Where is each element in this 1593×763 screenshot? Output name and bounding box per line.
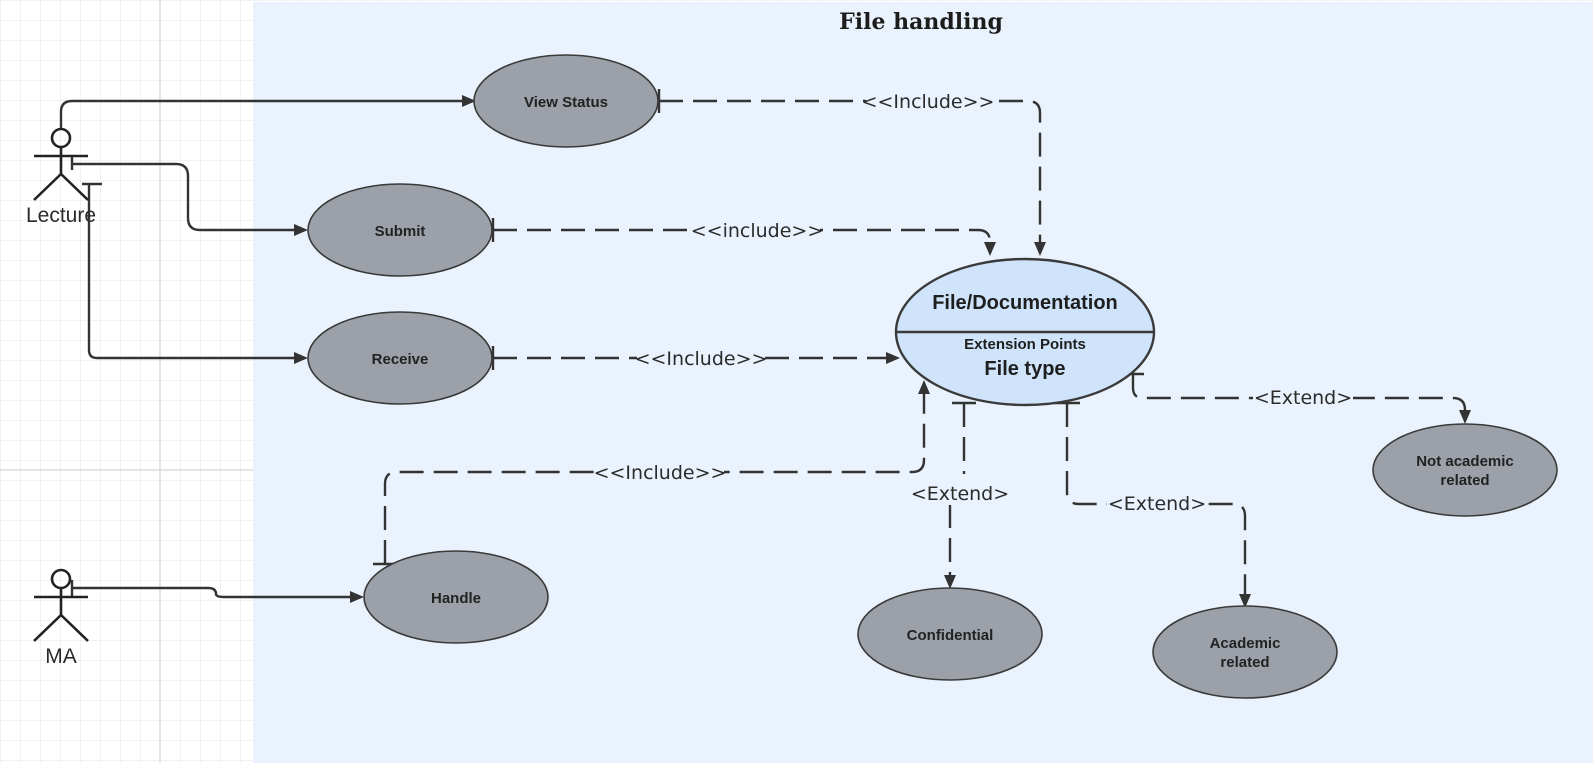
- use-case-academic-related[interactable]: Academic related: [1152, 605, 1338, 699]
- extend-label-academic-group: <Extend>: [1107, 493, 1207, 515]
- stick-figure-icon: [33, 568, 89, 642]
- association-lecture-receive[interactable]: [82, 182, 308, 364]
- include-view-status[interactable]: [657, 89, 1046, 256]
- use-case-label: View Status: [524, 94, 608, 111]
- association-ma-handle[interactable]: [70, 580, 364, 603]
- include-label-submit: <<include>>: [691, 220, 824, 242]
- include-label-handle: <<Include>>: [594, 462, 727, 484]
- association-lecture-view-status[interactable]: [59, 95, 476, 128]
- actor-label: Lecture: [26, 204, 96, 227]
- use-case-label-line2: related: [1440, 472, 1489, 489]
- stick-figure-icon: [33, 127, 89, 201]
- use-case-label-line1: Not academic: [1416, 453, 1514, 470]
- use-case-label: Submit: [375, 223, 426, 240]
- use-case-label: Confidential: [907, 627, 994, 644]
- diagram-title: File handling: [839, 9, 1003, 35]
- include-label-receive: <<Include>>: [635, 348, 768, 370]
- use-case-file-documentation[interactable]: File/Documentation Extension Points File…: [894, 257, 1156, 407]
- extend-label-not-academic-group: <Extend>: [1253, 387, 1353, 409]
- use-case-label: Handle: [431, 590, 481, 607]
- include-label-view-status-group: <<Include>>: [862, 91, 995, 113]
- use-case-label-line1: Academic: [1210, 635, 1281, 652]
- actor-ma[interactable]: MA: [33, 568, 89, 668]
- use-case-label: Receive: [372, 351, 429, 368]
- extend-label-confidential-group: <Extend>: [910, 483, 1010, 505]
- actor-label: MA: [45, 645, 77, 668]
- include-label-handle-group: <<Include>>: [594, 462, 727, 484]
- extend-label-not-academic: <Extend>: [1254, 387, 1352, 409]
- include-label-view-status: <<Include>>: [862, 91, 995, 113]
- use-case-handle[interactable]: Handle: [363, 550, 549, 644]
- include-label-receive-group: <<Include>>: [635, 348, 768, 370]
- extension-point-file-type: File type: [984, 358, 1065, 380]
- extend-label-confidential: <Extend>: [911, 483, 1009, 505]
- main-use-case-title: File/Documentation: [932, 292, 1118, 314]
- actor-lecture[interactable]: Lecture: [26, 127, 96, 227]
- association-lecture-submit[interactable]: [70, 156, 308, 236]
- include-receive[interactable]: [491, 346, 900, 370]
- use-case-label-line2: related: [1220, 654, 1269, 671]
- include-submit[interactable]: [491, 218, 996, 256]
- use-case-not-academic-related[interactable]: Not academic related: [1372, 423, 1558, 517]
- use-case-receive[interactable]: Receive: [307, 311, 493, 405]
- extend-confidential[interactable]: [944, 401, 976, 589]
- use-case-confidential[interactable]: Confidential: [857, 587, 1043, 681]
- extend-label-academic: <Extend>: [1108, 493, 1206, 515]
- use-case-view-status[interactable]: View Status: [473, 54, 659, 148]
- extension-points-heading: Extension Points: [964, 336, 1086, 353]
- include-label-submit-group: <<include>>: [691, 220, 824, 242]
- use-case-submit[interactable]: Submit: [307, 183, 493, 277]
